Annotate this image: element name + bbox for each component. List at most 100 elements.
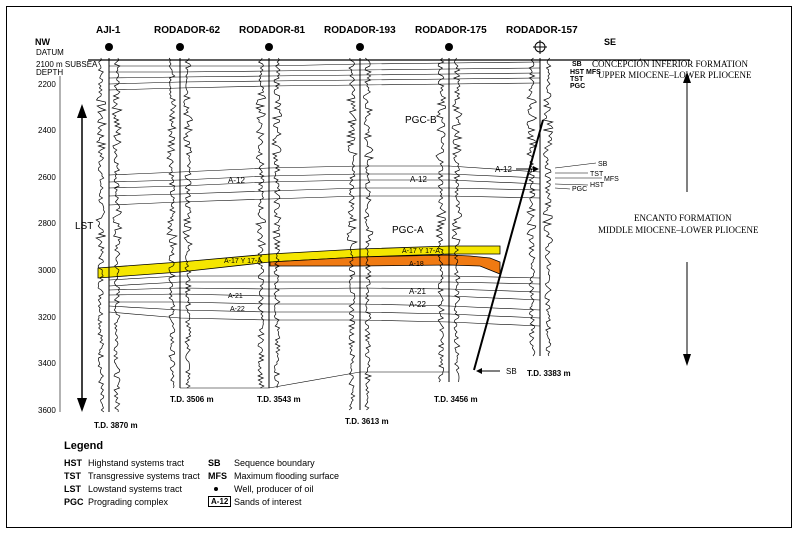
legend-desc2: Sands of interest: [234, 496, 302, 507]
well-name-rodador-193: RODADOR-193: [324, 25, 396, 36]
unit-a17-right: A-17 Y 17-A: [402, 248, 440, 255]
unit-pgc-a: PGC-A: [392, 225, 424, 236]
correlation-horizon: [108, 287, 541, 293]
correlation-horizon: [108, 275, 541, 281]
right-label-sb-top: SB: [572, 61, 582, 68]
correlation-horizon: [108, 293, 541, 301]
correlation-horizon: [108, 72, 541, 79]
right-label-tst-top: TST: [570, 76, 584, 83]
sand-a18-orange: [269, 254, 501, 275]
formation-mid-line2: MIDDLE MIOCENE–LOWER PLIOCENE: [598, 225, 759, 235]
legend-abbr: TST: [64, 470, 81, 481]
right-label-sb-mid: SB: [598, 161, 608, 168]
depth-tick-label: 3600: [38, 406, 56, 415]
legend-sand-box: A-12: [208, 496, 234, 507]
datum-label: DATUM: [36, 48, 64, 57]
correlation-horizon: [108, 195, 541, 206]
base-correlation-line: [180, 371, 449, 389]
fault-line: [473, 119, 544, 371]
unit-a21-right: A-21: [409, 287, 426, 296]
right-label-hst-top: HST: [570, 69, 585, 76]
legend-desc2: Sequence boundary: [234, 457, 315, 468]
td-rodador-81: T.D. 3543 m: [257, 395, 301, 404]
depth-tick-label: 2800: [38, 219, 56, 228]
legend-row: LST Lowstand systems tract Well, produce…: [64, 482, 404, 495]
correlation-lines: [108, 61, 541, 389]
upper-formation-arrow: [683, 72, 691, 192]
correlation-horizon: [109, 61, 541, 67]
log-trace: [255, 57, 267, 389]
figure-border: [6, 6, 792, 528]
log-trace: [435, 57, 447, 383]
td-aji-1: T.D. 3870 m: [94, 421, 138, 430]
legend-desc2: Maximum flooding surface: [234, 470, 340, 481]
log-trace: [526, 57, 538, 357]
legend-desc2: Well, producer of oil: [234, 483, 314, 494]
correlation-horizon: [108, 305, 541, 319]
right-label-tst-mid: TST: [590, 171, 604, 178]
datum-subsea: 2100 m SUBSEA: [36, 60, 98, 69]
log-trace: [451, 57, 463, 383]
formation-top-line1: CONCEPCIÓN INFERIOR FORMATION: [592, 59, 749, 69]
legend-abbr: PGC: [64, 496, 84, 507]
log-trace: [345, 57, 358, 411]
depth-tick-label: 2200: [38, 80, 56, 89]
formation-top-line2: UPPER MIOCENE–LOWER PLIOCENE: [598, 70, 752, 80]
correlation-horizon: [108, 187, 541, 197]
depth-tick-label: 2400: [38, 126, 56, 135]
lst-label: LST: [75, 221, 93, 232]
right-label-mfs-mid: MFS: [604, 176, 619, 183]
legend-desc: Highstand systems tract: [88, 457, 185, 468]
nw-label: NW: [35, 37, 50, 47]
unit-a21-left: A-21: [228, 293, 243, 300]
a12-pointer-arrow: [516, 166, 539, 172]
legend-well-symbol: [208, 486, 234, 491]
td-rodador-157: T.D. 3383 m: [527, 369, 571, 378]
encanto-formation-arrow: [683, 262, 691, 366]
correlation-horizon: [108, 281, 541, 287]
right-label-hst-mid: HST: [590, 182, 605, 189]
sb-pointer-arrow: [476, 368, 500, 374]
unit-a12-left: A-12: [228, 176, 245, 185]
depth-tick-label: 3400: [38, 359, 56, 368]
legend-desc: Lowstand systems tract: [88, 483, 183, 494]
legend-row: HST Highstand systems tract SB Sequence …: [64, 456, 404, 469]
lst-range-arrow: [77, 104, 87, 412]
right-label-mfs-top: MFS: [586, 69, 601, 76]
right-label-pgc-mid: PGC: [572, 186, 587, 193]
correlation-horizon: [108, 77, 541, 85]
legend-row: PGC Prograding complex A-12 Sands of int…: [64, 495, 404, 508]
legend-abbr: HST: [64, 457, 82, 468]
legend-abbr: LST: [64, 483, 81, 494]
se-label: SE: [604, 37, 616, 47]
well-name-rodador-175: RODADOR-175: [415, 25, 487, 36]
depth-label: DEPTH: [36, 68, 63, 77]
well-name-rodador-62: RODADOR-62: [154, 25, 221, 36]
depth-tick-label: 2600: [38, 173, 56, 182]
correlation-horizon: [108, 179, 541, 189]
legend-abbr2: SB: [208, 457, 221, 468]
unit-a18: A-18: [409, 261, 424, 268]
td-rodador-193: T.D. 3613 m: [345, 417, 389, 426]
well-name-rodador-157: RODADOR-157: [506, 25, 578, 36]
log-trace: [111, 57, 123, 413]
oil-well-dot-icon: [356, 43, 364, 51]
legend-desc: Transgressive systems tract: [88, 470, 200, 481]
correlation-horizon: [108, 82, 541, 91]
oil-well-dot-icon: [105, 43, 113, 51]
unit-a17-left: A-17 Y 17-A: [224, 258, 262, 265]
correlation-horizon: [108, 173, 541, 183]
log-trace: [271, 57, 283, 389]
oil-well-dot-icon: [445, 43, 453, 51]
unit-a22-right: A-22: [409, 300, 426, 309]
formation-mid-line1: ENCANTO FORMATION: [634, 213, 732, 223]
sand-box-icon: A-12: [208, 496, 232, 507]
log-trace: [182, 57, 194, 389]
log-trace: [166, 57, 178, 389]
oil-well-dot-icon: [265, 43, 273, 51]
unit-pgc-b: PGC-B: [405, 115, 437, 126]
correlation-horizon: [108, 311, 541, 327]
legend-title: Legend: [64, 440, 104, 452]
